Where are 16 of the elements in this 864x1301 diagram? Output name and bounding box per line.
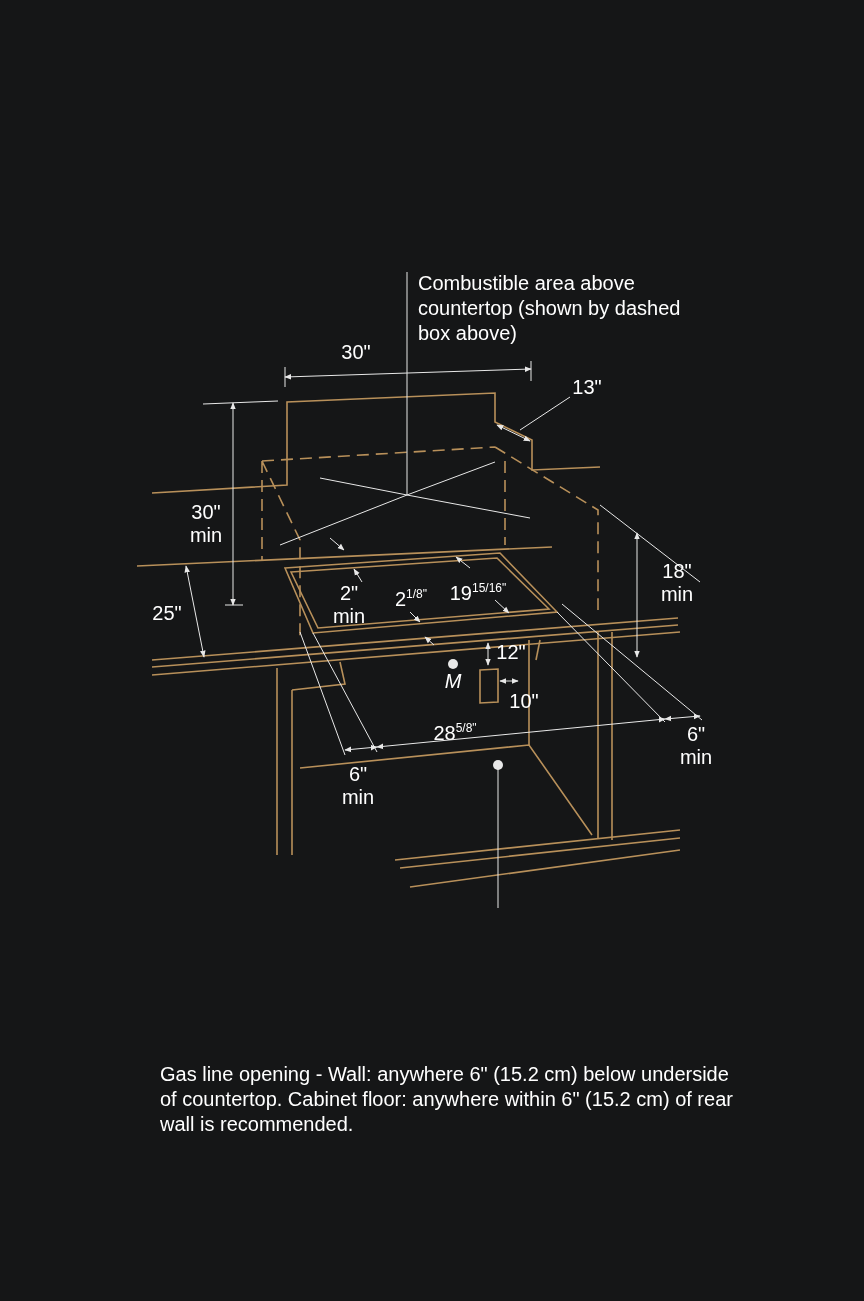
- leader-line: [406, 271, 408, 453]
- dimension-label: 6" min: [341, 763, 375, 809]
- dimension-label: 18" min: [660, 560, 694, 606]
- dimension-label: 30": [341, 340, 371, 364]
- dimension-label: 13": [572, 375, 602, 399]
- dimension-label: 2" min: [332, 582, 366, 628]
- dimension-label: 12": [496, 640, 526, 664]
- point-label: M: [444, 669, 462, 693]
- caption: Gas line opening - Wall: anywhere 6" (15.2 cm) below underside of countertop. Cabinet floor: anywhere within 6" (15.2 cm) of rear wall is recommended.: [160, 1062, 734, 1137]
- callout-text: Combustible area above countertop (shown by dashed box above): [418, 271, 708, 346]
- dimension-label: 6" min: [679, 723, 713, 769]
- dimension-label: 28$^{5/8"}$: [433, 720, 477, 745]
- dimension-label: 2$^{1/8"}$: [394, 586, 428, 611]
- dimension-label: 25": [152, 601, 182, 625]
- dimension-label: 30" min: [189, 501, 223, 547]
- dimension-label: 19$^{15/16"}$: [449, 580, 507, 605]
